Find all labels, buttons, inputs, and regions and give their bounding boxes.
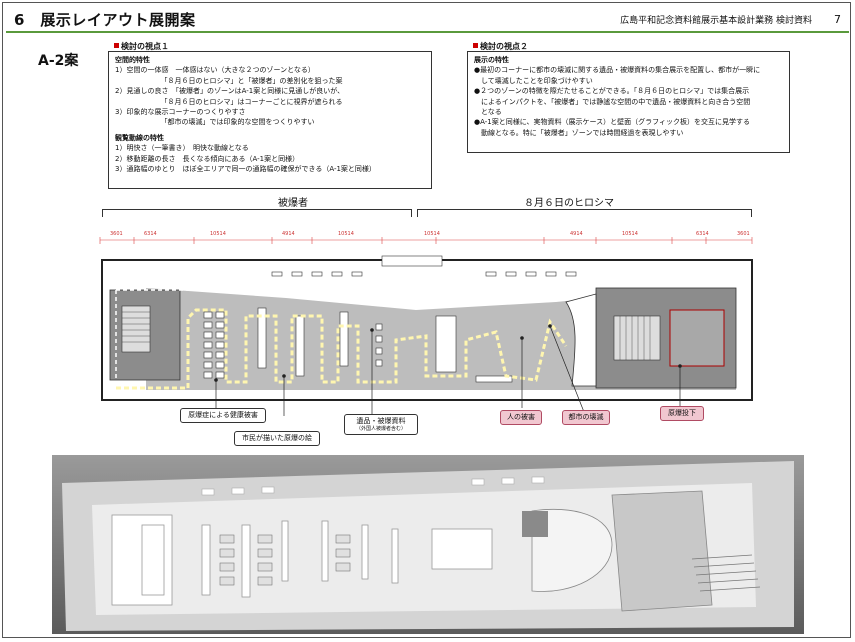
header-right: 広島平和記念資料館展示基本設計業務 検討資料 7 — [620, 13, 841, 26]
render-curved-wall — [531, 508, 613, 592]
callout-human-damage: 人の被害 — [500, 410, 542, 425]
room-right — [669, 309, 725, 367]
view2-line: ●最初のコーナーに都市の壊滅に関する遺品・被爆資料の集合展示を配置し、都市が一瞬… — [474, 66, 761, 75]
plan-label: A-2案 — [38, 53, 79, 69]
leader-dots — [214, 324, 682, 382]
dimension-label: 10514 — [622, 231, 638, 237]
leader-lines — [215, 325, 681, 416]
callout-artifacts-sub: （外国人被爆者含む） — [355, 426, 406, 432]
zone-bracket-left — [102, 209, 411, 210]
zone-bracket-tick — [411, 209, 412, 217]
dimension-label: 6314 — [696, 231, 709, 237]
zone-bracket-tick — [751, 209, 752, 217]
dimension-label: 4914 — [282, 231, 295, 237]
red-square-icon — [473, 43, 478, 48]
render-city-exhibit — [522, 511, 548, 537]
view2-line: によるインパクトを、「被爆者」では静謐な空間の中で遺品・被爆資料と向き合う空間 — [474, 97, 751, 106]
red-square-icon — [114, 43, 119, 48]
curved-wall — [565, 293, 597, 387]
3d-render — [52, 455, 804, 634]
document-title: 広島平和記念資料館展示基本設計業務 検討資料 — [620, 16, 812, 26]
callout-atomic-bombing: 原爆投下 — [660, 406, 704, 421]
render-stairs — [691, 554, 761, 592]
callout-artifacts-title: 遺品・被爆資料 — [356, 417, 406, 425]
display-cases — [203, 307, 513, 383]
callout-artifacts: 遺品・被爆資料（外国人被爆者含む） — [344, 414, 418, 435]
view1-line: 2）移動距離の長さ 長くなる傾向にある（A-1案と同様） — [115, 154, 300, 163]
header-divider — [6, 31, 849, 33]
entry-path — [115, 289, 256, 388]
view1-heading-spatial: 空間的特性 — [115, 56, 150, 64]
view2-line: ●２つのゾーンの特徴を際だたせることができる。「８月６日のヒロシマ」では集合展示 — [474, 87, 750, 96]
dimension-label: 3601 — [110, 231, 123, 237]
dimension-label: 4914 — [570, 231, 583, 237]
view1-line: 3）通路幅のゆとり ほぼ全エリアで同一の通路幅の確保ができる（A-1案と同様） — [115, 165, 376, 174]
dimension-label: 10514 — [210, 231, 226, 237]
page-title: 6 展示レイアウト展開案 — [14, 11, 196, 29]
view2-heading: 展示の特性 — [474, 56, 509, 64]
view1-label-text: 検討の視点１ — [121, 42, 169, 51]
view2-line: ●A-1案と同様に、実物資料（展示ケース）と壁面（グラフィック板）を交互に見学す… — [474, 118, 751, 127]
callout-citizen-drawings: 市民が描いた原爆の絵 — [234, 431, 320, 446]
view2-label: 検討の視点２ — [473, 41, 528, 52]
view2-line: 動線となる。特に「被爆者」ゾーンでは時間経過を表現しやすい — [474, 128, 684, 137]
dimension-label: 6314 — [144, 231, 157, 237]
page-number: 7 — [834, 13, 841, 26]
zone-bracket-right — [417, 209, 751, 210]
render-windows — [201, 476, 545, 496]
view2-box: 展示の特性 ●最初のコーナーに都市の壊滅に関する遺品・被爆資料の集合展示を配置し… — [467, 51, 790, 153]
zone-label-hibakusha: 被爆者 — [278, 198, 308, 209]
view1-line: 1）明快さ（一筆書き） 明快な動線となる — [115, 144, 249, 153]
view1-line: 3）印象的な展示コーナーのつくりやすさ — [115, 108, 246, 117]
dimension-label: 10514 — [424, 231, 440, 237]
callout-radiation-illness: 原爆症による健康被害 — [180, 408, 266, 423]
view2-line: して壊滅したことを印象づけやすい — [474, 76, 593, 85]
view1-label: 検討の視点１ — [114, 41, 169, 52]
callout-city-destruction: 都市の壊滅 — [562, 410, 610, 425]
render-right-zone — [611, 490, 713, 612]
dimension-label: 3601 — [737, 231, 750, 237]
stair-left — [121, 305, 151, 353]
view1-heading-circulation: 観覧動線の特性 — [115, 133, 164, 142]
view2-label-text: 検討の視点２ — [480, 42, 528, 51]
view2-line: となる — [474, 108, 502, 117]
view1-line: 1）空間の一体感 一体感はない（大きな２つのゾーンとなる） — [115, 66, 315, 75]
render-display-cases — [219, 534, 351, 586]
window-strip — [271, 255, 577, 277]
view1-line: 「８月６日のヒロシマ」はコーナーごとに視界が遮られる — [115, 97, 343, 106]
zone-label-august6: ８月６日のヒロシマ — [524, 198, 614, 209]
dimension-label: 10514 — [338, 231, 354, 237]
render-walls — [111, 514, 493, 606]
view1-line: 2）見通しの良さ 「被爆者」のゾーンはA-1案と同様に見通しが良いが、 — [115, 87, 345, 96]
dimension-ticks — [99, 237, 753, 244]
zone-bracket-tick — [102, 209, 103, 217]
floor-plan — [99, 237, 753, 416]
view1-box: 空間的特性 1）空間の一体感 一体感はない（大きな２つのゾーンとなる） 「８月６… — [108, 51, 432, 189]
zone-bracket-tick — [417, 209, 418, 217]
view1-line: 「都市の壊滅」では印象的な空間をつくりやすい — [115, 118, 315, 127]
stair-right — [613, 315, 661, 361]
view1-line: 「８月６日のヒロシマ」と「被爆者」の差別化を狙った案 — [115, 76, 343, 85]
